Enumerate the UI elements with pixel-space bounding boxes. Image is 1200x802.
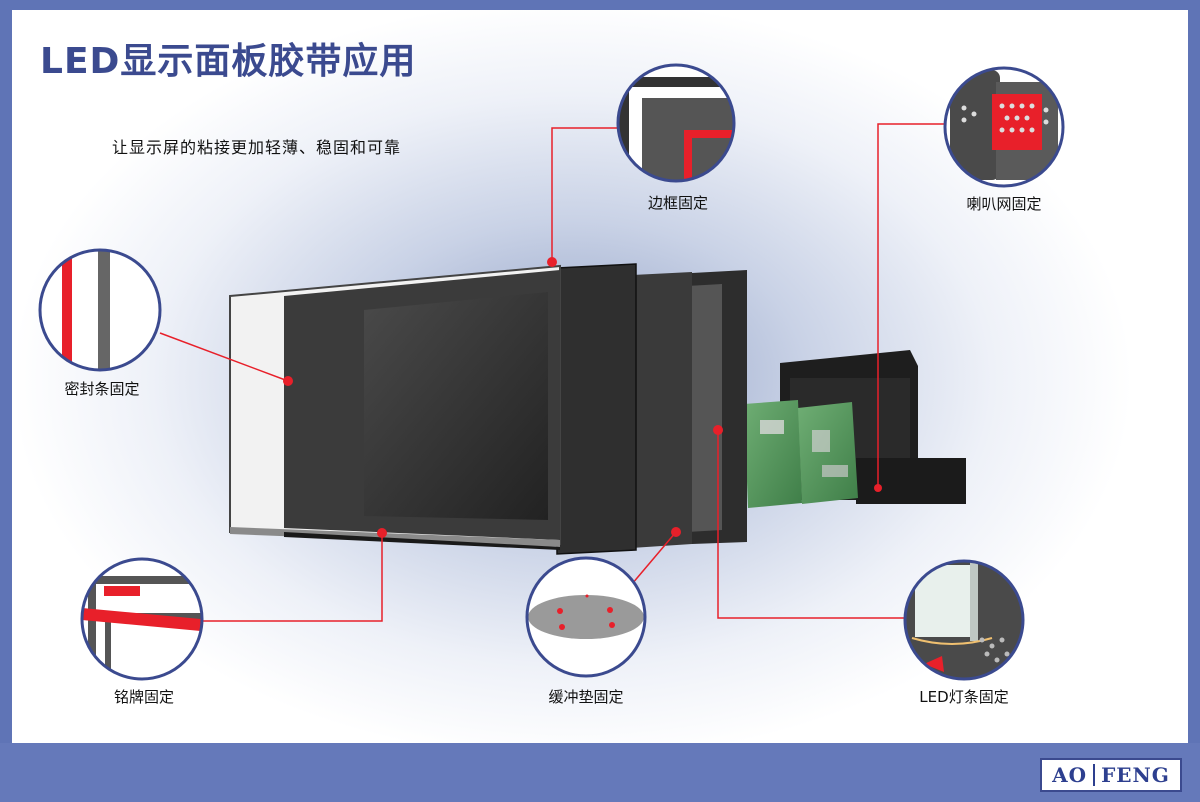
logo-right-text: FENG <box>1101 763 1170 787</box>
exploded-display-diagram <box>38 63 1065 681</box>
bottom-bar <box>0 743 1200 802</box>
nameplate-detail-circle <box>80 557 204 681</box>
frame-detail-circle <box>616 63 736 183</box>
callout-speaker-label: 喇叭网固定 <box>966 195 1042 213</box>
callout-lines <box>159 123 945 622</box>
circuit-boards <box>744 400 858 508</box>
callout-dots <box>283 257 723 538</box>
seal-detail-circle <box>38 248 162 372</box>
logo-separator <box>1093 764 1096 786</box>
lcd-panel <box>556 263 637 555</box>
back-plate <box>687 270 747 544</box>
logo-left-text: AO <box>1052 763 1088 787</box>
callout-ledstrip-label: LED灯条固定 <box>919 688 1009 706</box>
cushion-detail-circle <box>525 556 647 678</box>
speaker-detail-circle <box>943 66 1065 188</box>
front-panel <box>229 264 561 550</box>
page-subtitle: 让显示屏的粘接更加轻薄、稳固和可靠 <box>112 138 402 157</box>
callout-cushion-label: 缓冲垫固定 <box>548 688 624 706</box>
callout-frame-label: 边框固定 <box>647 194 709 212</box>
ledstrip-detail-circle <box>903 559 1025 681</box>
diagram-panel: LED显示面板胶带应用 让显示屏的粘接更加轻薄、稳固和可靠 <box>12 10 1188 743</box>
page-title: LED显示面板胶带应用 <box>40 41 417 82</box>
callout-nameplate-label: 铭牌固定 <box>113 688 175 706</box>
brand-logo: AO FENG <box>1040 758 1182 792</box>
callout-seal-label: 密封条固定 <box>64 380 140 398</box>
diffuser-layer <box>632 272 692 548</box>
